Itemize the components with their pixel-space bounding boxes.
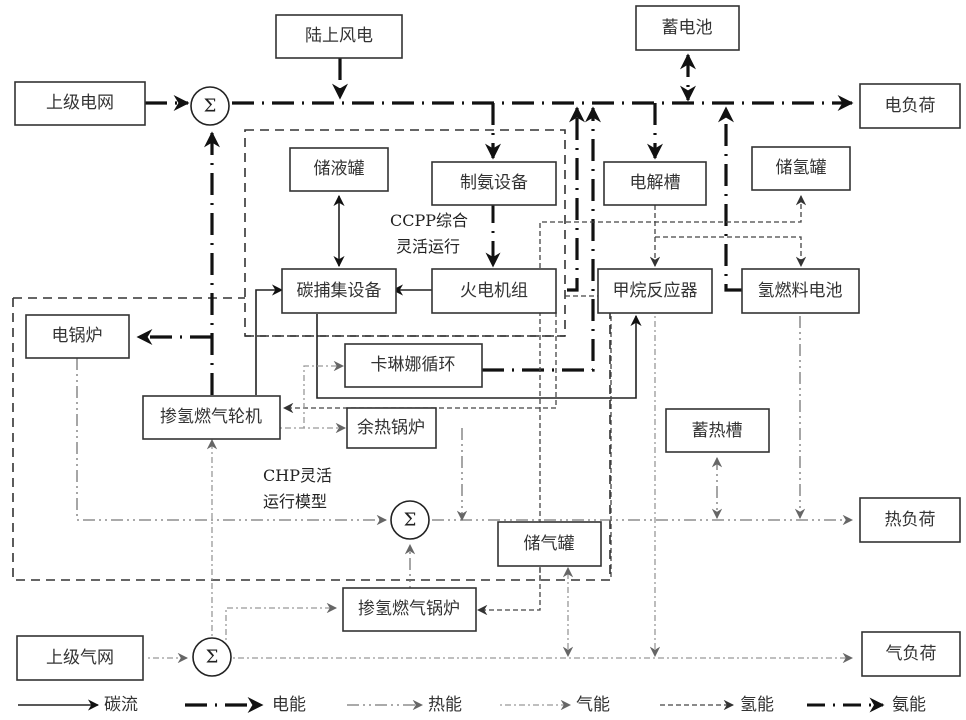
sum-junction-gas: Σ (192, 637, 232, 677)
node-label: 储氢罐 (776, 158, 827, 178)
node-heat-load: 热负荷 (859, 497, 961, 543)
node-h2-gas-boiler: 掺氢燃气锅炉 (342, 587, 477, 632)
node-thermal-unit: 火电机组 (431, 268, 557, 314)
legend-item-ammonia: 氨能 (807, 695, 926, 715)
node-label: 储气罐 (524, 534, 575, 554)
node-label: 甲烷反应器 (613, 281, 698, 301)
legend-item-heat: 热能 (347, 695, 462, 715)
node-electric-load: 电负荷 (859, 83, 961, 129)
legend-label: 气能 (576, 695, 610, 715)
node-label: 火电机组 (460, 281, 528, 301)
node-label: 余热锅炉 (357, 418, 425, 438)
node-battery: 蓄电池 (635, 5, 740, 51)
legend-item-hydrogen: 氢能 (660, 695, 774, 715)
node-label: 碳捕集设备 (297, 281, 382, 301)
legend-label: 电能 (272, 695, 306, 715)
node-label: 掺氢燃气锅炉 (358, 599, 460, 619)
sum-junction-electric: Σ (190, 86, 230, 126)
gas-flows (148, 316, 854, 664)
legend-label: 热能 (428, 695, 462, 715)
node-label: 气负荷 (886, 644, 937, 664)
sum-symbol: Σ (206, 647, 219, 668)
node-label: 蓄电池 (662, 18, 713, 38)
node-label: 陆上风电 (305, 26, 373, 46)
node-h2-tank: 储氢罐 (751, 146, 851, 191)
chp-annotation-line1: CHP灵活 (263, 466, 332, 485)
node-label: 热负荷 (885, 510, 936, 530)
sum-symbol: Σ (204, 96, 217, 117)
node-methane-reactor: 甲烷反应器 (597, 268, 713, 314)
node-label: 电负荷 (885, 96, 936, 116)
node-label: 电解槽 (630, 173, 681, 193)
node-onshore-wind: 陆上风电 (275, 14, 403, 59)
node-upper-gas-grid: 上级气网 (16, 635, 144, 681)
node-kalina-cycle: 卡琳娜循环 (344, 343, 483, 388)
node-electrolyzer: 电解槽 (603, 161, 707, 206)
legend-item-gas: 气能 (500, 695, 610, 715)
legend-label: 碳流 (104, 695, 138, 715)
node-h2-fuel-cell: 氢燃料电池 (741, 268, 860, 314)
node-ammonia-plant: 制氨设备 (431, 161, 557, 206)
node-carbon-capture: 碳捕集设备 (281, 268, 397, 314)
node-label: 卡琳娜循环 (371, 355, 456, 375)
legend-item-electric: 电能 (185, 695, 306, 715)
node-heat-storage: 蓄热槽 (665, 408, 770, 453)
node-upper-grid: 上级电网 (14, 81, 146, 126)
node-liquid-tank: 储液罐 (289, 147, 389, 192)
carbon-flows (255, 194, 642, 399)
legend: 碳流 电能 热能 气能 氢能 氨能 (18, 695, 926, 715)
node-label: 蓄热槽 (692, 421, 743, 441)
node-label: 制氨设备 (460, 173, 528, 193)
sum-junction-heat: Σ (390, 500, 430, 540)
ccpp-annotation-line2: 灵活运行 (396, 237, 460, 256)
node-label: 储液罐 (314, 159, 365, 179)
ccpp-annotation-line1: CCPP综合 (390, 211, 468, 230)
chp-annotation-line2: 运行模型 (263, 492, 327, 511)
legend-item-carbon: 碳流 (18, 695, 138, 715)
node-label: 氢燃料电池 (758, 281, 843, 301)
hydrogen-flows (282, 194, 807, 616)
legend-label: 氢能 (740, 695, 774, 715)
node-waste-heat-boiler: 余热锅炉 (346, 407, 437, 449)
node-electric-boiler: 电锅炉 (25, 314, 130, 359)
node-label: 掺氢燃气轮机 (160, 407, 262, 427)
legend-label: 氨能 (892, 695, 926, 715)
electric-flows (136, 53, 854, 395)
node-gas-load: 气负荷 (861, 631, 961, 677)
node-label: 电锅炉 (52, 326, 103, 346)
chp-region (12, 297, 611, 581)
sum-symbol: Σ (404, 510, 417, 531)
heat-flows (76, 316, 854, 598)
node-gas-storage: 储气罐 (497, 521, 602, 567)
node-label: 上级电网 (46, 93, 114, 113)
node-h2-gas-turbine: 掺氢燃气轮机 (142, 395, 281, 440)
node-label: 上级气网 (46, 648, 114, 668)
